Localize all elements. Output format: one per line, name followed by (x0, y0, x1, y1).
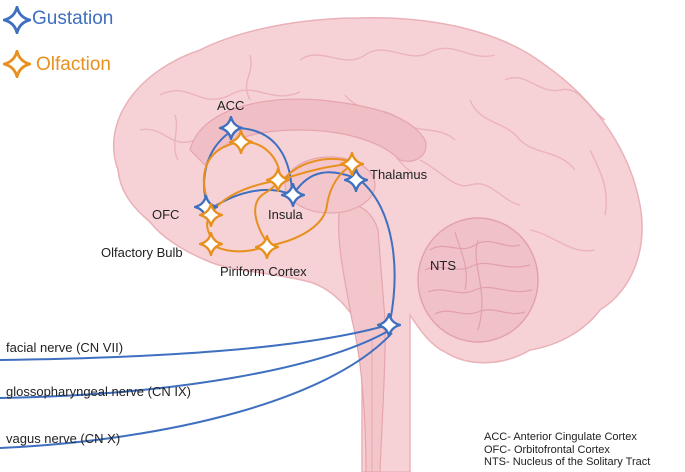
abbreviation-ofc: OFC- Orbitofrontal Cortex (484, 443, 610, 456)
vagus-nerve-label: vagus nerve (CN X) (6, 431, 121, 446)
abbreviation-nts: NTS- Nucleus of the Solitary Tract (484, 456, 651, 468)
facial-nerve-label: facial nerve (CN VII) (6, 340, 124, 355)
nts-label: NTS (430, 258, 456, 273)
legend-icons (3, 6, 31, 78)
olfactory-bulb-label: Olfactory Bulb (101, 245, 183, 260)
legend-olfaction-label: Olfaction (36, 54, 111, 75)
legend-gustation-label: Gustation (32, 8, 114, 29)
olfaction-legend-star-icon (3, 50, 31, 78)
glossopharyngeal-nerve-label: glossopharyngeal nerve (CN IX) (6, 384, 191, 399)
brain-outline (112, 17, 643, 472)
gustation-legend-star-icon (3, 6, 31, 34)
piriform-cortex-label: Piriform Cortex (220, 264, 307, 279)
thalamus-label: Thalamus (370, 167, 428, 182)
abbreviation-list: ACC- Anterior Cingulate Cortex OFC- Orbi… (484, 431, 650, 469)
ofc-label: OFC (152, 207, 180, 222)
acc-label: ACC (217, 98, 245, 113)
abbreviation-acc: ACC- Anterior Cingulate Cortex (484, 431, 637, 443)
cerebellum (417, 217, 539, 343)
insula-label: Insula (268, 207, 303, 222)
